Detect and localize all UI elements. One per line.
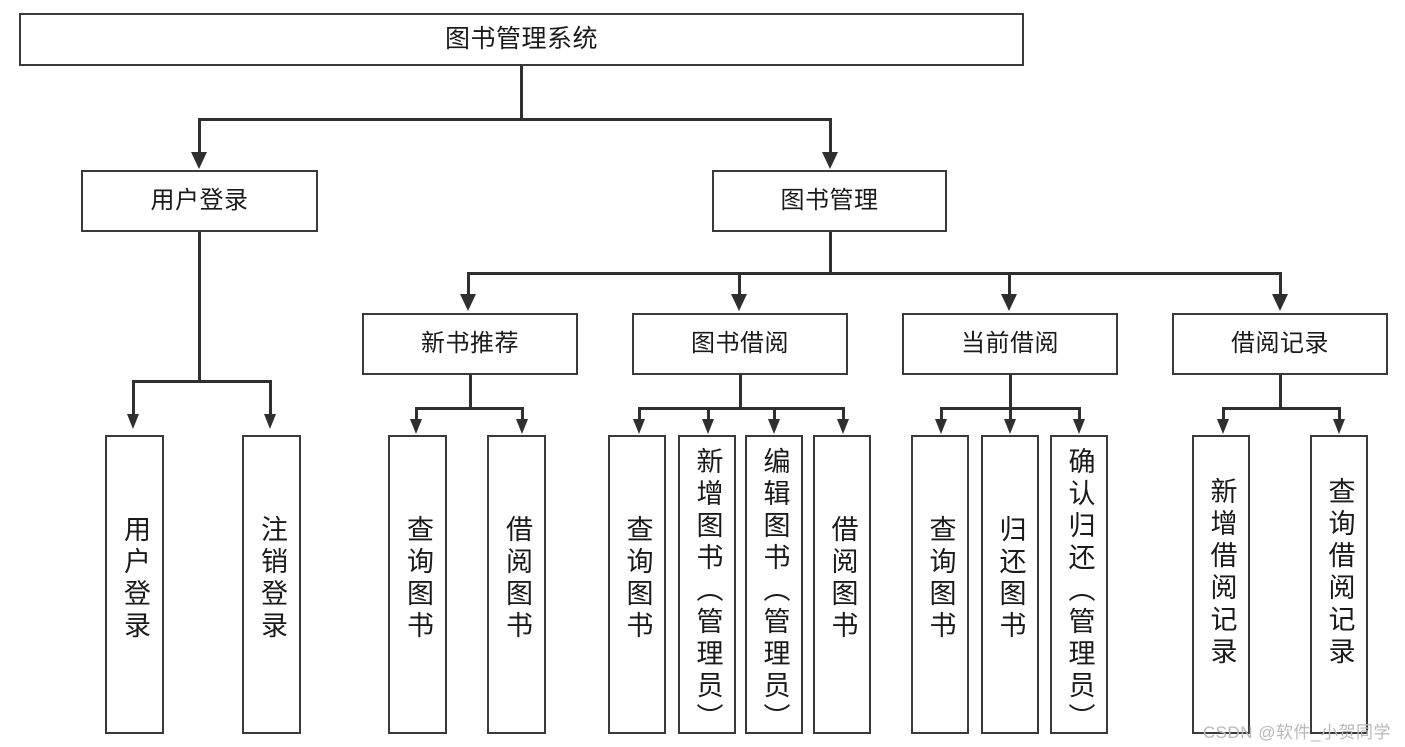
arrow-new-to-leaf1	[410, 419, 422, 434]
node-label: 图书管理系统	[444, 24, 598, 53]
connector-root-to-login	[198, 118, 201, 154]
node-leaf-borrow-book-new[interactable]: 借阅图书	[487, 435, 546, 734]
node-label: 借阅图书	[502, 515, 532, 643]
node-label: 图书管理	[780, 186, 879, 214]
node-label: 查询图书	[622, 515, 653, 643]
node-label: 查询借阅记录	[1324, 477, 1355, 669]
connector-bookmgr-to-new	[467, 272, 470, 296]
node-label: 确认归还（管理员）	[1064, 447, 1095, 735]
watermark-csdn: CSDN @软件_小贺同学	[1202, 723, 1391, 742]
node-label: 注销登录	[257, 515, 287, 643]
node-label: 当前借阅	[961, 329, 1059, 357]
node-label: 借阅图书	[827, 515, 858, 643]
connector-current-to-leaf3	[1078, 407, 1081, 421]
node-label: 查询图书	[403, 515, 433, 643]
node-leaf-query-book-new[interactable]: 查询图书	[388, 435, 447, 734]
node-label: 查询图书	[925, 515, 956, 643]
arrow-borrow-to-leaf4	[837, 419, 849, 434]
connector-new-stem	[469, 375, 472, 409]
node-label: 用户登录	[150, 186, 249, 214]
node-new-book-recommend[interactable]: 新书推荐	[362, 313, 578, 375]
arrow-borrow-to-leaf2	[702, 419, 714, 434]
arrow-login-to-leaf1	[127, 414, 139, 429]
node-label: 编辑图书（管理员）	[759, 447, 790, 735]
arrow-root-to-login	[191, 152, 207, 169]
node-book-borrow[interactable]: 图书借阅	[632, 313, 848, 375]
node-label: 图书借阅	[691, 329, 789, 357]
node-leaf-edit-book-admin[interactable]: 编辑图书（管理员）	[745, 435, 803, 735]
node-label: 新书推荐	[421, 329, 519, 357]
connector-record-to-leaf2	[1338, 407, 1341, 421]
arrow-current-to-leaf1	[935, 419, 947, 434]
arrow-bookmgr-to-new	[460, 294, 476, 311]
arrow-root-to-bookmgr	[822, 152, 838, 169]
arrow-borrow-to-leaf1	[633, 419, 645, 434]
arrow-borrow-to-leaf3	[768, 419, 780, 434]
arrow-bookmgr-to-record	[1272, 294, 1288, 311]
arrow-current-to-leaf3	[1073, 419, 1085, 434]
node-root-library-system[interactable]: 图书管理系统	[19, 13, 1024, 66]
connector-current-to-leaf1	[940, 407, 943, 421]
node-leaf-add-book-admin[interactable]: 新增图书（管理员）	[678, 435, 736, 735]
node-borrow-record[interactable]: 借阅记录	[1172, 313, 1388, 375]
arrow-new-to-leaf2	[516, 419, 528, 434]
node-leaf-return-book[interactable]: 归还图书	[981, 435, 1039, 734]
node-leaf-confirm-return-admin[interactable]: 确认归还（管理员）	[1050, 435, 1108, 735]
arrow-bookmgr-to-borrow	[731, 294, 747, 311]
connector-bookmgr-to-current	[1008, 272, 1011, 296]
connector-bookmgr-bus	[467, 272, 1282, 275]
arrow-record-to-leaf1	[1217, 419, 1229, 434]
node-leaf-borrow-book[interactable]: 借阅图书	[813, 435, 871, 734]
arrow-current-to-leaf2	[1004, 419, 1016, 434]
arrow-login-to-leaf2	[264, 414, 276, 429]
node-leaf-user-login[interactable]: 用户登录	[105, 435, 164, 734]
connector-bookmgr-stem	[829, 232, 832, 274]
connector-new-to-leaf2	[521, 407, 524, 421]
connector-root-bus	[198, 118, 832, 121]
connector-root-stem	[520, 66, 523, 120]
connector-new-bus	[415, 407, 523, 410]
node-leaf-query-borrow-record[interactable]: 查询借阅记录	[1310, 435, 1368, 734]
node-label: 新增借阅记录	[1206, 477, 1237, 669]
connector-root-to-bookmgr	[829, 118, 832, 154]
connector-bookmgr-to-borrow	[738, 272, 741, 296]
connector-borrow-bus	[638, 407, 844, 410]
connector-current-to-leaf2	[1009, 407, 1012, 421]
connector-borrow-to-leaf2	[707, 407, 710, 421]
connector-new-to-leaf1	[415, 407, 418, 421]
connector-login-to-leaf2	[269, 380, 272, 416]
connector-login-stem	[198, 232, 201, 382]
connector-borrow-stem	[739, 375, 742, 409]
node-current-borrow[interactable]: 当前借阅	[902, 313, 1118, 375]
connector-borrow-to-leaf1	[638, 407, 641, 421]
connector-login-bus	[132, 380, 269, 383]
node-user-login[interactable]: 用户登录	[81, 170, 318, 232]
connector-bookmgr-to-record	[1279, 272, 1282, 296]
arrow-bookmgr-to-current	[1001, 294, 1017, 311]
node-label: 新增图书（管理员）	[692, 447, 723, 735]
node-leaf-query-book-current[interactable]: 查询图书	[911, 435, 969, 734]
node-label: 借阅记录	[1231, 329, 1329, 357]
node-book-management[interactable]: 图书管理	[712, 170, 947, 232]
node-leaf-add-borrow-record[interactable]: 新增借阅记录	[1192, 435, 1250, 734]
connector-record-stem	[1279, 375, 1282, 409]
arrow-record-to-leaf2	[1333, 419, 1345, 434]
node-label: 用户登录	[120, 515, 150, 643]
connector-borrow-to-leaf3	[773, 407, 776, 421]
node-leaf-query-book-borrow[interactable]: 查询图书	[608, 435, 666, 734]
connector-record-bus	[1222, 407, 1338, 410]
connector-current-stem	[1009, 375, 1012, 409]
connector-borrow-to-leaf4	[842, 407, 845, 421]
connector-record-to-leaf1	[1222, 407, 1225, 421]
connector-login-to-leaf1	[132, 380, 135, 416]
node-label: 归还图书	[995, 515, 1026, 643]
node-leaf-logout[interactable]: 注销登录	[242, 435, 301, 734]
